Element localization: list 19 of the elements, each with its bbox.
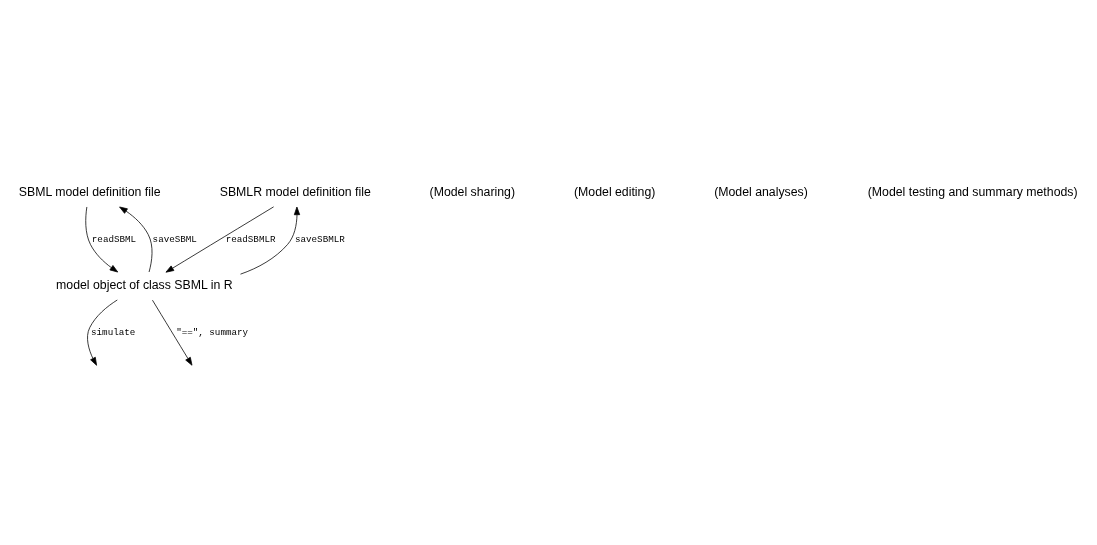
node-text: SBML model definition file <box>18 184 161 199</box>
label: (Model analyses) <box>714 184 808 199</box>
edge-label: readSBMLR <box>225 233 276 245</box>
arrow <box>165 206 274 273</box>
node-text: SBMLR model definition file <box>219 184 371 199</box>
label: (Model testing and summary methods) <box>867 184 1078 199</box>
arrow <box>87 299 118 366</box>
arrow <box>119 206 153 273</box>
label: (Model editing) <box>574 184 656 199</box>
edge-label: simulate <box>91 327 136 339</box>
arrow <box>240 206 301 275</box>
arrow <box>152 299 193 366</box>
edge-label: saveSBMLR <box>294 233 345 245</box>
edge-label: saveSBML <box>152 233 197 245</box>
edge-label: "==", summary <box>176 327 249 339</box>
arrow <box>85 206 119 273</box>
node-text: model object of class SBML in R <box>56 278 233 292</box>
edge-label: readSBML <box>91 233 137 245</box>
label: (Model sharing) <box>429 184 516 199</box>
